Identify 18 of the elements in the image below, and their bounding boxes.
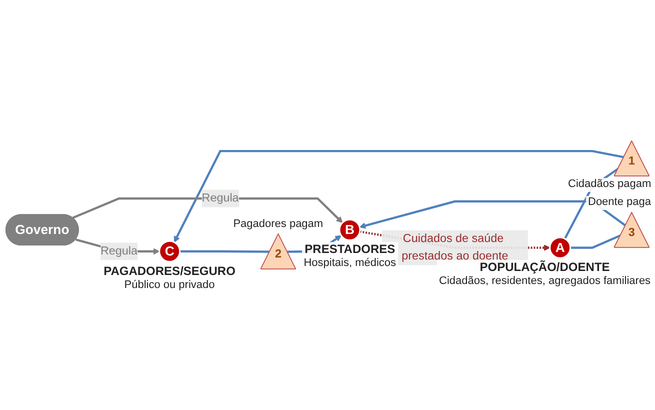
edge-label: Regula [100, 244, 138, 258]
node-circle [158, 240, 181, 262]
edge-label: Regula [202, 192, 239, 204]
node-description: Pagadores pagam [233, 218, 324, 232]
node-description: Cidadãos, residentes, agregados familiares [439, 275, 651, 289]
node-description: Doente paga [588, 196, 651, 210]
node-heading: PAGADORES/SEGURO [104, 264, 236, 279]
node-description: Hospitais, médicos [304, 257, 396, 271]
node-description: Público ou privado [123, 278, 216, 292]
connector [570, 234, 622, 249]
node-description: Cidadãos pagam [568, 178, 652, 192]
node-circle [338, 219, 361, 241]
node-heading: PRESTADORES [304, 242, 396, 258]
edge-label: Cuidados de saúde prestados ao doente [402, 232, 508, 262]
node-circle [549, 236, 572, 259]
connector [180, 250, 270, 253]
node-heading: POPULAÇÃO/DOENTE [478, 260, 611, 276]
arrow [359, 200, 626, 229]
